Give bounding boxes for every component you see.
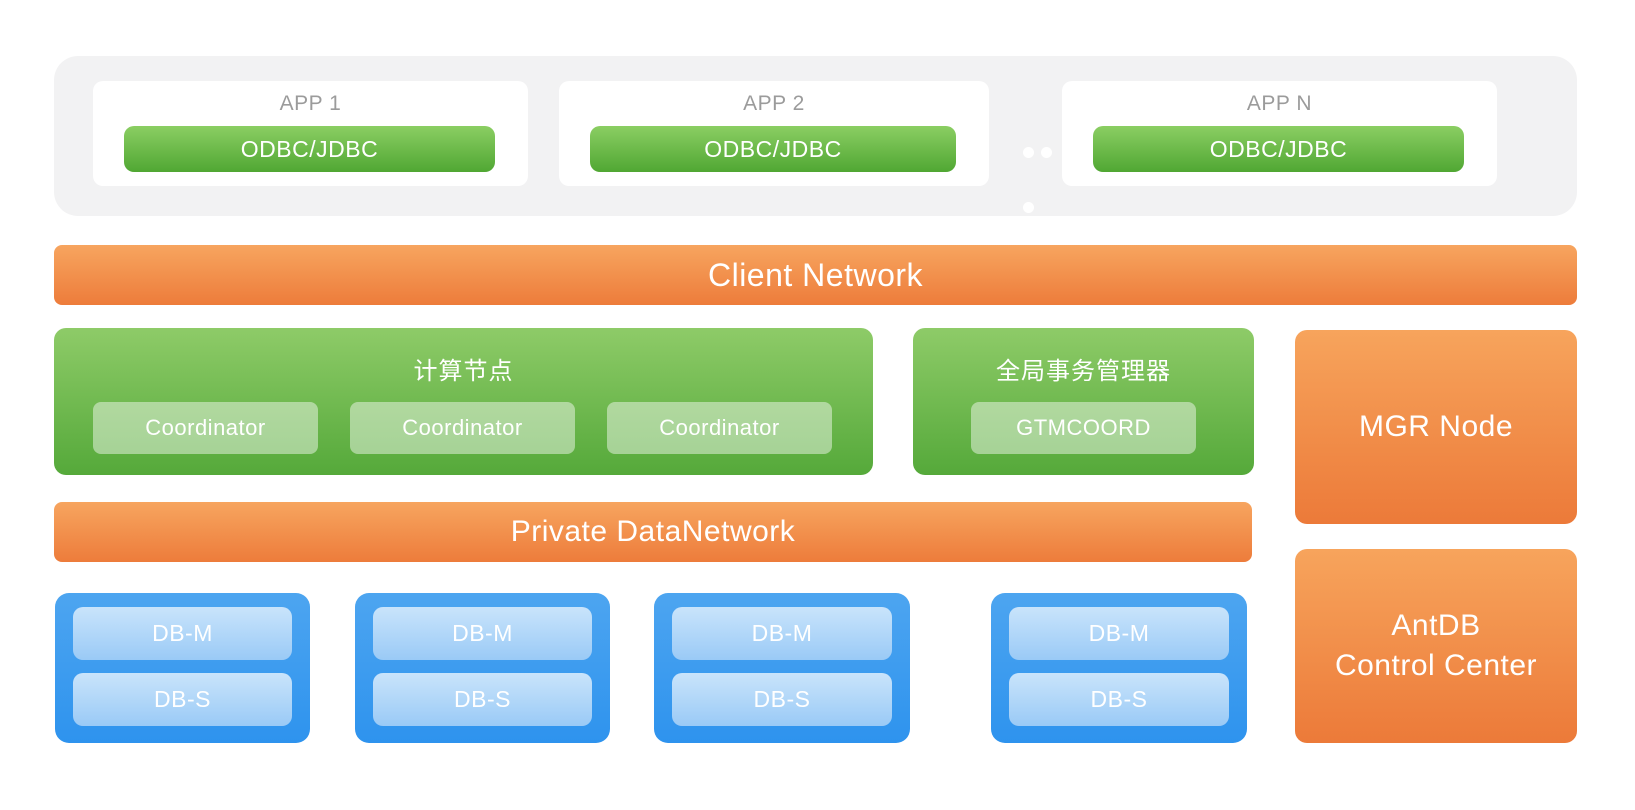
db-master-pill: DB-M [672, 607, 892, 660]
client-network-bar: Client Network [54, 245, 1577, 305]
ellipsis-dot [1041, 147, 1052, 158]
antdb-label-line2: Control Center [1334, 649, 1538, 682]
antdb-control-center-label: AntDB Control Center [1335, 606, 1537, 687]
db-master-pill: DB-M [73, 607, 292, 660]
app-n-odbc-jdbc-badge: ODBC/JDBC [1093, 126, 1464, 172]
db-slave-pill: DB-S [373, 673, 592, 726]
antdb-label-line1: AntDB [1391, 608, 1481, 642]
gtmcoord-pill: GTMCOORD [971, 402, 1196, 454]
gtm-box: 全局事务管理器 GTMCOORD [913, 328, 1254, 475]
db-master-pill: DB-M [1009, 607, 1229, 660]
ellipsis-dot [1023, 202, 1034, 213]
db-slave-pill: DB-S [73, 673, 292, 726]
app-card-1: APP 1 ODBC/JDBC [93, 81, 528, 186]
data-node-group-1: DB-M DB-S [55, 593, 310, 743]
compute-node-box: 计算节点 Coordinator Coordinator Coordinator [54, 328, 873, 475]
coordinator-pill-3: Coordinator [607, 402, 832, 454]
coordinator-pill-1: Coordinator [93, 402, 318, 454]
app-2-title: APP 2 [743, 92, 805, 115]
app-card-n: APP N ODBC/JDBC [1062, 81, 1497, 186]
db-slave-pill: DB-S [1009, 673, 1229, 726]
data-node-group-4: DB-M DB-S [991, 593, 1247, 743]
coordinator-pill-2: Coordinator [350, 402, 575, 454]
data-node-group-2: DB-M DB-S [355, 593, 610, 743]
db-master-pill: DB-M [373, 607, 592, 660]
data-node-group-3: DB-M DB-S [654, 593, 910, 743]
app-n-title: APP N [1246, 92, 1313, 115]
db-slave-pill: DB-S [672, 673, 892, 726]
app-layer-container: APP 1 ODBC/JDBC APP 2 ODBC/JDBC APP N OD… [54, 56, 1577, 216]
app-1-odbc-jdbc-badge: ODBC/JDBC [124, 126, 495, 172]
compute-node-title: 计算节点 [413, 358, 514, 385]
app-2-odbc-jdbc-badge: ODBC/JDBC [590, 126, 956, 172]
app-card-2: APP 2 ODBC/JDBC [559, 81, 989, 186]
mgr-node-box: MGR Node [1295, 330, 1577, 524]
ellipsis-dot [1023, 147, 1034, 158]
antdb-control-center-box: AntDB Control Center [1295, 549, 1577, 743]
gtm-title: 全局事务管理器 [996, 358, 1171, 385]
app-1-title: APP 1 [279, 92, 342, 115]
private-datanetwork-bar: Private DataNetwork [54, 502, 1252, 562]
